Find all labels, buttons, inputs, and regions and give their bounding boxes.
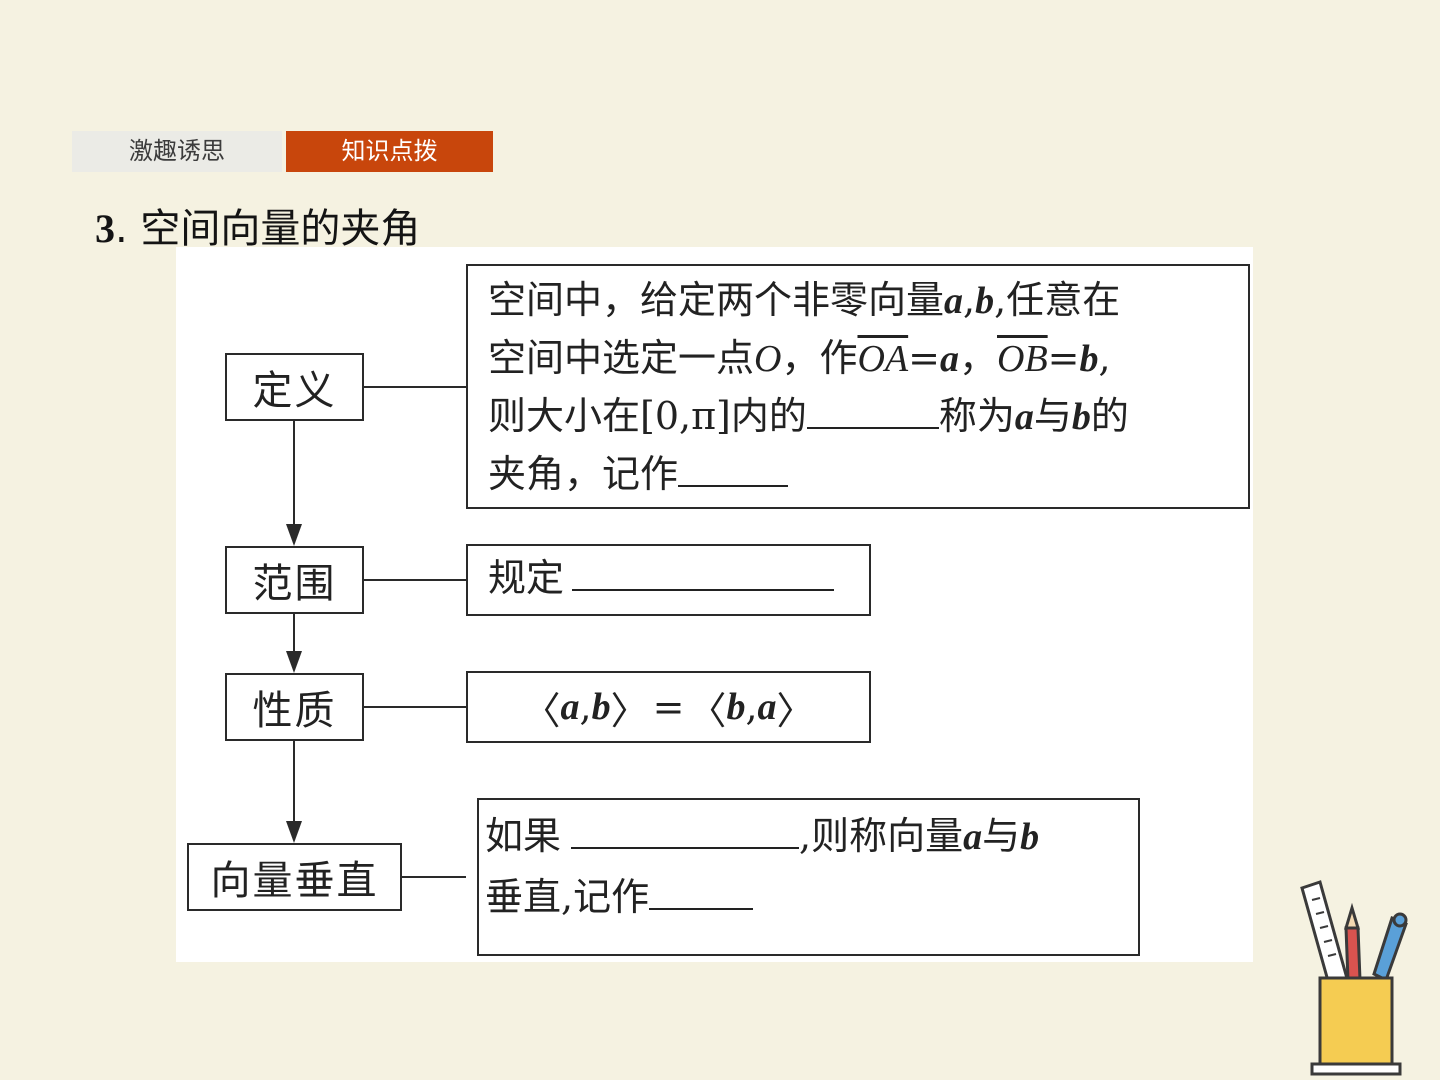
vector-a: a [757,686,777,728]
vector-a: a [1014,396,1034,438]
connector-perpendicular [402,876,466,878]
connector-range [364,579,466,581]
section-number-separator: . [115,206,128,252]
definition-line-4: 夹角，记作 [488,446,1234,503]
perp-line-1: 如果 ,则称向量a与b [485,806,1124,867]
text: 与 [1033,394,1072,438]
answer-blank [806,391,939,429]
answer-blank [572,553,835,591]
label-property: 性质 [225,673,364,741]
definition-line-2: 空间中选定一点O，作OA=a，OB=b, [488,330,1234,388]
tab-motivation[interactable]: 激趣诱思 [72,131,282,172]
connector-range-property [293,614,295,654]
vector-b: b [1079,338,1099,380]
arrow-down-icon [286,651,302,673]
perpendicular-box: 如果 ,则称向量a与b 垂直,记作 [477,798,1140,956]
perp-line-2: 垂直,记作 [485,867,1124,927]
property-box: 〈a,b〉=〈b,a〉 [466,671,871,743]
text: 空间中选定一点 [488,336,755,380]
range-text: 规定 [488,556,565,600]
answer-blank [678,449,789,487]
comma: , [745,685,758,729]
label-range: 范围 [225,546,364,614]
vector-b: b [591,686,611,728]
vector-b: b [1071,396,1091,438]
equals-sign: = [1047,336,1080,380]
label-range-text: 范围 [252,561,337,607]
ruler-icon [1300,880,1350,990]
vector-a: a [560,686,580,728]
range-box: 规定 [466,544,871,616]
tab-bar: 激趣诱思 知识点拨 [72,131,493,172]
connector-def-range [293,421,295,526]
label-perpendicular: 向量垂直 [187,843,402,911]
section-heading: 3. 空间向量的夹角 [95,196,420,254]
vector-b: b [726,686,746,728]
text: 与 [982,814,1021,858]
vector-a: a [963,816,983,858]
angle-bracket: 〉 [776,688,815,733]
text: 空间中，给定两个非零向量 [488,278,945,322]
vector-b: b [1020,816,1040,858]
text: 夹角，记作 [488,452,679,496]
pen-icon [1372,912,1408,983]
text: ，作 [781,336,858,380]
pencil-cup-icon [1300,880,1408,1076]
text: , [1098,336,1111,380]
connector-property [364,706,466,708]
pencil-icon [1343,902,1362,982]
label-definition: 定义 [225,353,364,421]
label-perpendicular-text: 向量垂直 [210,858,379,904]
equals-sign: = [652,685,685,729]
label-property-text: 性质 [252,688,337,734]
text: ,则称向量 [799,814,964,858]
vector-oa: OA [857,338,909,380]
connector-property-perp [293,741,295,821]
point-o: O [754,338,782,380]
label-definition-text: 定义 [252,368,337,414]
vector-b: b [975,280,995,322]
text: , [963,278,976,322]
text: ,任意在 [994,278,1121,322]
text: 的 [1090,394,1129,438]
connector-definition [364,386,466,388]
arrow-down-icon [286,524,302,546]
equals-sign: = [908,336,940,380]
comma: , [579,685,592,729]
answer-blank [571,811,800,849]
answer-blank [649,872,754,910]
angle-bracket: 〈 [688,688,727,733]
text: 称为 [938,394,1015,438]
tab-knowledge-points[interactable]: 知识点拨 [286,131,493,172]
vector-ob: OB [997,338,1048,380]
angle-bracket: 〈 [522,688,561,733]
text: ， [958,336,997,380]
definition-line-3: 则大小在[0,π]内的 称为a与b的 [488,388,1234,446]
vector-a: a [939,338,959,380]
definition-line-1: 空间中，给定两个非零向量a,b,任意在 [488,272,1234,330]
angle-bracket: 〉 [610,688,649,733]
text: 垂直,记作 [485,875,650,919]
vector-a: a [944,280,964,322]
section-title: 空间向量的夹角 [127,206,421,252]
definition-box: 空间中，给定两个非零向量a,b,任意在 空间中选定一点O，作OA=a，OB=b,… [466,264,1250,509]
text: 如果 [485,814,562,858]
section-number: 3 [95,206,115,251]
concept-diagram: 定义 范围 性质 向量垂直 空间中，给定两个非零向量a,b,任意在 空间中选定一… [176,247,1253,962]
text: 则大小在[0,π]内的 [488,394,807,438]
arrow-down-icon [286,821,302,843]
